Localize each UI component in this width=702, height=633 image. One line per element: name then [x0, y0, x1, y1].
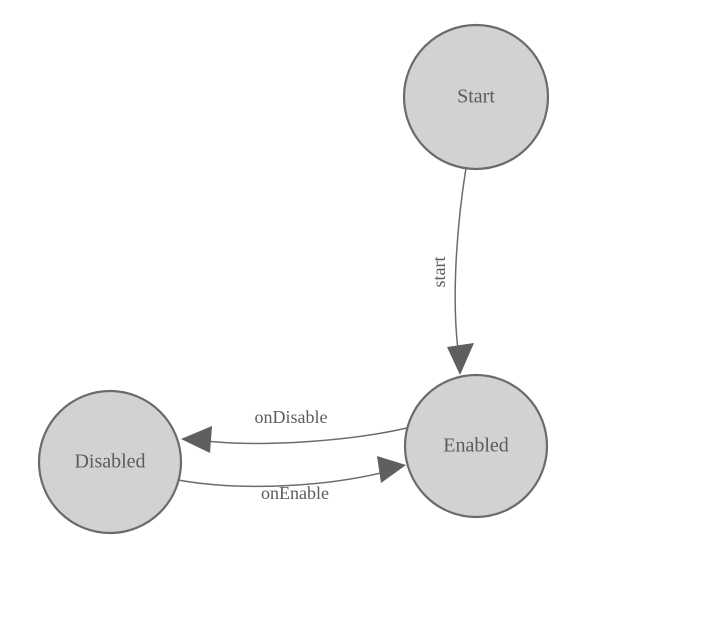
node-start-circle — [402, 23, 550, 171]
node-enabled-label: Enabled — [443, 435, 509, 457]
edge-enabled-to-disabled-path — [195, 427, 408, 445]
edge-enabled-to-disabled-label: onDisable — [255, 407, 328, 427]
node-disabled-circle — [37, 389, 183, 535]
node-disabled[interactable]: Disabled — [37, 389, 183, 535]
edge-disabled-to-enabled[interactable]: onEnable — [177, 456, 406, 503]
edge-start-to-enabled[interactable]: start — [429, 167, 474, 375]
edge-enabled-to-disabled[interactable]: onDisable — [181, 407, 408, 453]
edge-disabled-to-enabled-path — [177, 470, 390, 488]
edge-enabled-to-disabled-arrowhead — [181, 426, 212, 453]
node-enabled-circle — [403, 373, 549, 519]
edge-start-to-enabled-path — [454, 167, 467, 351]
edge-disabled-to-enabled-arrowhead — [377, 456, 406, 483]
edge-start-to-enabled-arrowhead — [447, 343, 474, 375]
node-disabled-label: Disabled — [74, 451, 145, 473]
node-start[interactable]: Start — [402, 23, 550, 171]
node-enabled[interactable]: Enabled — [403, 373, 549, 519]
edge-start-to-enabled-label: start — [429, 257, 449, 288]
edge-disabled-to-enabled-label: onEnable — [261, 483, 329, 503]
node-start-label: Start — [457, 86, 495, 108]
